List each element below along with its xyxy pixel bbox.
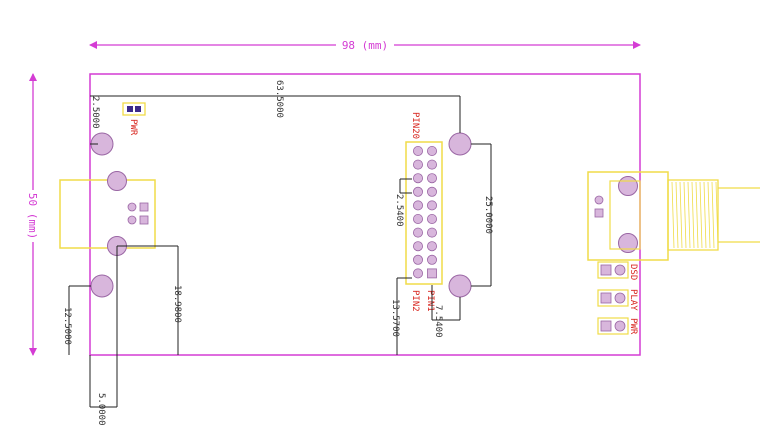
dim-18-98: 18.9800: [172, 285, 182, 323]
right-connector-top-hole: [618, 176, 638, 196]
pin2-label: PIN2: [410, 290, 420, 312]
status-led-dsd: DSD: [597, 261, 638, 280]
header-pin: [412, 227, 423, 238]
left-connector-pin-2: [139, 202, 149, 212]
sma-threaded-barrel: [667, 179, 719, 251]
header-pin: [412, 254, 423, 265]
header-pin: [426, 173, 437, 184]
header-pin: [427, 268, 437, 279]
header-pin: [412, 268, 423, 279]
header-pin: [426, 200, 437, 211]
pin20-label: PIN20: [410, 112, 420, 139]
left-connector-outline: [59, 179, 156, 249]
mounting-hole-bottom-right: [448, 274, 472, 298]
header-pin: [426, 159, 437, 170]
dimension-lines: [68, 95, 492, 408]
header-pins: [412, 145, 437, 279]
header-pin: [412, 186, 423, 197]
sma-thread-line: [691, 181, 695, 249]
dim-13-57: 13.5700: [390, 299, 400, 337]
header-pin: [426, 241, 437, 252]
right-connector-pin-2: [594, 208, 604, 218]
header-pin: [412, 173, 423, 184]
header-pin: [426, 145, 437, 156]
pin1-label: PIN1: [425, 290, 435, 312]
header-pin: [412, 200, 423, 211]
pwr-side-label: PWR: [628, 318, 638, 335]
sma-threads: [671, 181, 719, 249]
sma-thread-line: [715, 181, 719, 249]
header-pin: [412, 145, 423, 156]
dim-2-54: 2.5400: [394, 194, 404, 227]
dsd-label: DSD: [628, 264, 638, 280]
left-connector-top-hole: [107, 171, 127, 191]
header-outline: [405, 141, 443, 285]
dim-63-5: 63.5000: [274, 80, 284, 118]
board-width-label: 98 (mm): [342, 39, 388, 52]
right-connector-inner-outline: [609, 180, 641, 250]
status-led-play: PLAY: [597, 289, 638, 311]
sma-thread-line: [675, 181, 679, 249]
header-pin: [412, 241, 423, 252]
pwr-led-pad-2: [135, 106, 141, 112]
mounting-hole-bottom-left: [90, 274, 114, 298]
header-pin: [412, 159, 423, 170]
sma-thread-line: [683, 181, 687, 249]
pwr-led-label: PWR: [128, 119, 138, 136]
header-connector: PIN20 PIN2 PIN1: [405, 112, 443, 312]
left-connector-pin-3: [127, 215, 137, 225]
right-connector-bottom-hole: [618, 233, 638, 253]
mounting-hole-top-right: [448, 132, 472, 156]
board-width-dimension: 98 (mm): [89, 39, 641, 52]
sma-thread-line: [671, 181, 675, 249]
left-connector-pin-4: [139, 215, 149, 225]
sma-thread-line: [679, 181, 683, 249]
sma-thread-line: [699, 181, 703, 249]
right-connector: [587, 171, 760, 261]
pwr-led-top: PWR: [122, 102, 146, 136]
sma-thread-line: [703, 181, 707, 249]
left-connector: [59, 171, 156, 256]
sma-thread-line: [687, 181, 691, 249]
left-connector-pin-1: [127, 202, 137, 212]
status-led-pwr: PWR: [597, 317, 638, 335]
header-pin: [426, 186, 437, 197]
dim-7-54: 7.5400: [433, 305, 443, 338]
header-pin: [412, 213, 423, 224]
board-height-dimension: 50 (mm): [26, 73, 39, 356]
right-connector-pin-1: [594, 195, 604, 205]
dim-12-5: 12.5000: [62, 307, 72, 345]
pwr-led-pad-1: [127, 106, 133, 112]
sma-thread-line: [695, 181, 699, 249]
dim-5: 5.0000: [96, 393, 106, 426]
header-pin: [426, 213, 437, 224]
header-pin: [426, 254, 437, 265]
board-height-label: 50 (mm): [26, 193, 39, 239]
sma-thread-line: [707, 181, 711, 249]
header-pin: [426, 227, 437, 238]
dim-2-5: 2.5000: [90, 96, 100, 129]
play-label: PLAY: [628, 289, 638, 311]
sma-thread-line: [711, 181, 715, 249]
dim-25: 25.0000: [483, 196, 493, 234]
